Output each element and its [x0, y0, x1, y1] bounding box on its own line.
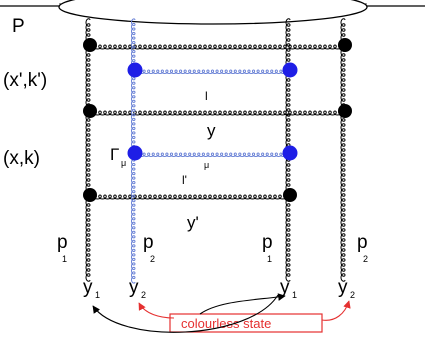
gluon-rung-top	[88, 44, 347, 50]
p1-left-subscript: 1	[62, 254, 67, 264]
gluon-rung-y	[88, 110, 347, 116]
vertex-black	[83, 188, 97, 202]
vertex-black	[338, 104, 352, 118]
arrow-to-y1-right	[199, 293, 286, 315]
y2-right-subscript: 2	[350, 290, 355, 300]
p1-left-label: p	[57, 232, 68, 253]
arrow-to-y2-left	[138, 302, 175, 319]
y1-left-label: y	[83, 277, 93, 298]
gluon-rung-l	[133, 69, 292, 75]
colourless-state-label: colourless state	[181, 316, 271, 331]
arrow-to-y2-right	[321, 300, 351, 321]
p2-right-label: p	[357, 232, 368, 253]
gluon-leg-p2-right	[340, 18, 346, 282]
vertex-gamma-subscript: μ	[121, 158, 126, 168]
gluon-rung-l-prime	[133, 152, 292, 158]
rapidity-y-prime-label: y'	[187, 213, 199, 232]
vertices	[83, 38, 352, 202]
gluon-rung-y-prime	[88, 194, 292, 200]
p1-right-subscript: 1	[267, 254, 272, 264]
y1-right-label: y	[280, 277, 290, 298]
y1-right-subscript: 1	[292, 290, 297, 300]
vertex-blue	[127, 62, 143, 78]
p2-right-subscript: 2	[363, 254, 368, 264]
y2-right-label: y	[338, 277, 348, 298]
vertex-blue	[282, 62, 298, 78]
loop-l-prime-label: l'	[182, 173, 187, 187]
y1-left-subscript: 1	[95, 290, 100, 300]
vertex-blue	[282, 145, 298, 161]
vertex-gamma-label: Γ	[110, 145, 119, 164]
vertex-black	[83, 38, 97, 52]
p2-left-label: p	[143, 232, 154, 253]
vertex-black	[283, 188, 297, 202]
y2-left-label: y	[129, 277, 139, 298]
index-mu-label: μ	[204, 160, 209, 170]
proton-label: P	[12, 16, 25, 37]
vertex-black	[338, 38, 352, 52]
vertex-black	[83, 104, 97, 118]
p1-right-label: p	[262, 232, 273, 253]
upper-momentum-label: (x',k')	[3, 70, 47, 91]
rapidity-y-label: y	[207, 121, 216, 140]
colourless-state-box: colourless state	[169, 313, 323, 333]
arrow-to-y1-left	[92, 294, 279, 333]
vertex-blue	[127, 145, 143, 161]
connection-arrows	[92, 293, 351, 333]
proton-blob	[0, 0, 425, 25]
gluon-leg-p1-left	[85, 18, 91, 282]
lower-momentum-label: (x,k)	[3, 148, 40, 169]
black-gluon-lines	[85, 18, 347, 282]
loop-l-label: l	[205, 89, 208, 103]
p2-left-subscript: 2	[150, 254, 155, 264]
y2-left-subscript: 2	[141, 290, 146, 300]
